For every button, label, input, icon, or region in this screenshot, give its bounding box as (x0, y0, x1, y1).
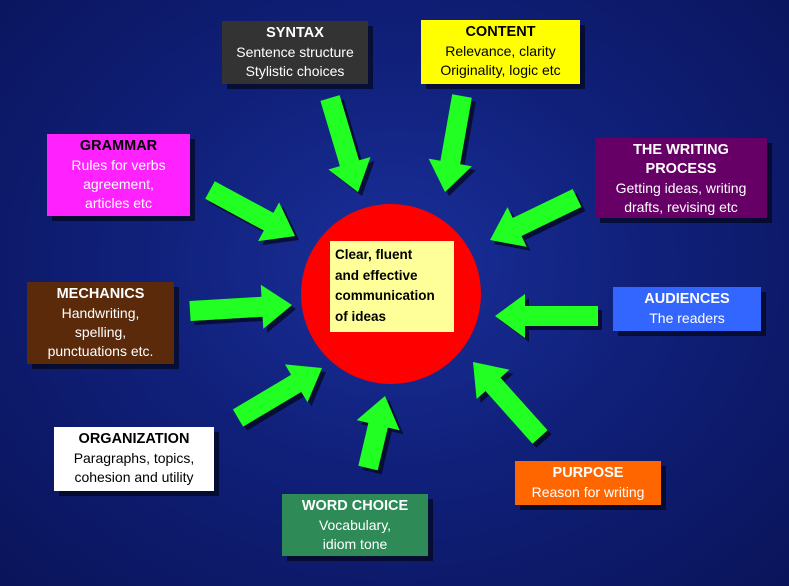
arrow-writing-process-icon (490, 189, 582, 247)
organization-box: ORGANIZATION Paragraphs, topics, cohesio… (54, 427, 214, 491)
grammar-line-1: Rules for verbs (71, 157, 166, 173)
word-choice-box: WORD CHOICE Vocabulary, idiom tone (282, 494, 428, 556)
mechanics-title: MECHANICS (56, 286, 145, 302)
center-label: Clear, fluent and effective communicatio… (330, 241, 454, 332)
organization-line-1: Paragraphs, topics, (73, 450, 195, 466)
syntax-title: SYNTAX (266, 25, 324, 41)
arrow-purpose-icon (473, 362, 548, 444)
purpose-box: PURPOSE Reason for writing (515, 461, 661, 505)
mechanics-line-3: punctuations etc. (47, 343, 154, 359)
arrow-grammar-icon (205, 181, 295, 242)
content-line-2: Originality, logic etc (440, 62, 561, 78)
arrow-syntax-icon (320, 95, 371, 192)
content-line-1: Relevance, clarity (445, 43, 556, 59)
content-box: CONTENT Relevance, clarity Originality, … (421, 20, 580, 84)
grammar-line-2: agreement, (83, 176, 154, 192)
mechanics-line-2: spelling, (74, 324, 127, 340)
center-label-line-4: of ideas (335, 308, 387, 324)
arrow-content-icon (428, 94, 472, 192)
arrow-mechanics-icon (189, 284, 292, 329)
word-choice-title: WORD CHOICE (301, 498, 409, 514)
writing-process-line-1: Getting ideas, writing (615, 180, 747, 196)
writing-process-title-1: THE WRITING (633, 142, 729, 158)
mechanics-line-1: Handwriting, (61, 305, 140, 321)
audiences-box: AUDIENCES The readers (613, 287, 761, 331)
center-label-line-3: communication (335, 288, 435, 303)
syntax-line-2: Stylistic choices (245, 63, 345, 79)
arrow-word-choice-icon (356, 396, 400, 471)
syntax-box: SYNTAX Sentence structure Stylistic choi… (222, 21, 368, 84)
word-choice-line-1: Vocabulary, (318, 517, 392, 533)
purpose-title: PURPOSE (552, 465, 624, 481)
mechanics-box: MECHANICS Handwriting, spelling, punctua… (27, 282, 174, 364)
arrow-organization-icon (232, 364, 322, 427)
writing-process-line-2: drafts, revising etc (624, 199, 738, 215)
grammar-box: GRAMMAR Rules for verbs agreement, artic… (47, 134, 190, 216)
grammar-line-3: articles etc (85, 195, 152, 211)
arrow-audiences-icon (495, 294, 598, 338)
grammar-title: GRAMMAR (79, 138, 158, 154)
writing-process-box: THE WRITING PROCESS Getting ideas, writi… (595, 138, 767, 218)
organization-title: ORGANIZATION (78, 431, 190, 447)
center-label-line-2: and effective (335, 267, 418, 283)
audiences-title: AUDIENCES (644, 291, 730, 307)
center-label-line-1: Clear, fluent (335, 247, 413, 262)
syntax-line-1: Sentence structure (236, 44, 354, 60)
writing-process-title-2: PROCESS (645, 161, 717, 177)
organization-line-2: cohesion and utility (74, 469, 194, 485)
content-title: CONTENT (465, 24, 536, 40)
word-choice-line-2: idiom tone (322, 536, 388, 552)
audiences-line-1: The readers (649, 310, 725, 326)
purpose-line-1: Reason for writing (531, 484, 645, 500)
